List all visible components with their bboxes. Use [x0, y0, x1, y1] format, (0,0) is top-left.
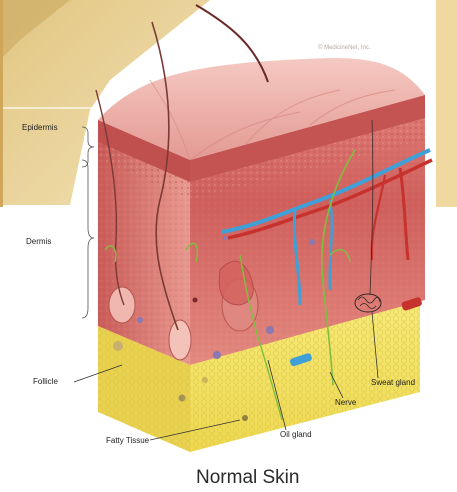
label-fatty-tissue: Fatty Tissue [106, 437, 149, 445]
label-follicle: Follicle [33, 378, 58, 386]
copyright-notice: © MedicineNet, Inc. [318, 45, 370, 51]
label-nerve: Nerve [335, 399, 356, 407]
label-epidermis: Epidermis [22, 124, 58, 132]
label-oil-gland: Oil gland [280, 431, 312, 439]
diagram-title: Normal Skin [196, 468, 299, 487]
label-dermis: Dermis [26, 238, 51, 246]
label-sweat-gland: Sweat gland [371, 379, 415, 387]
